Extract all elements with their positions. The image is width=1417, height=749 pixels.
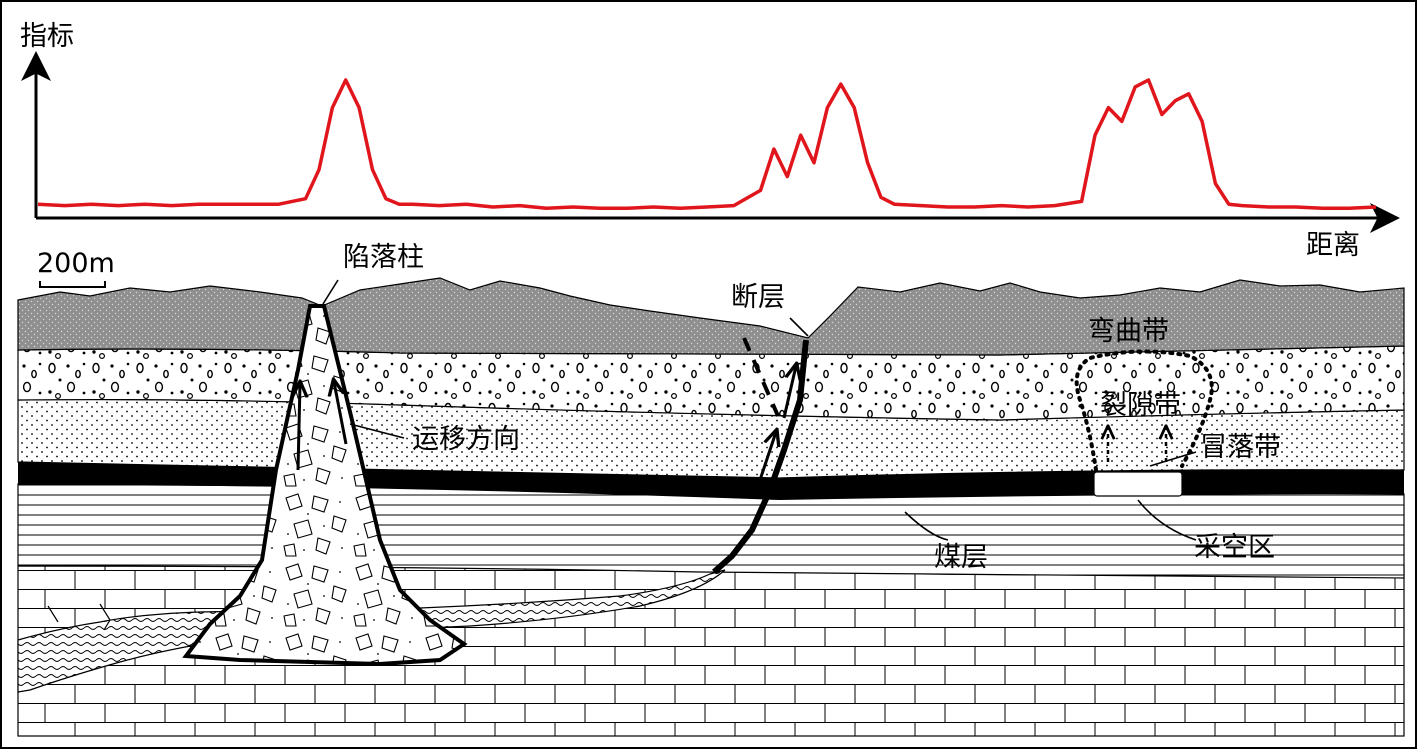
label-bending-zone: 弯曲带 [1088, 316, 1169, 347]
goaf-box [1093, 471, 1183, 497]
karst-channel [17, 569, 726, 693]
label-caving-zone: 冒落带 [1200, 432, 1281, 463]
karst-branch [47, 603, 111, 631]
geological-section [17, 277, 1405, 737]
label-coal-seam: 煤层 [934, 542, 988, 573]
label-migration-direction: 运移方向 [412, 424, 520, 455]
shale-layer [17, 483, 1405, 579]
y-axis-label: 指标 [20, 21, 74, 52]
label-fault: 断层 [731, 282, 785, 313]
fracture-zone-outline [1074, 349, 1214, 472]
index-curve-series [37, 78, 1377, 211]
fault-line [712, 339, 809, 575]
x-axis-label: 距离 [1306, 230, 1360, 261]
label-goaf: 采空区 [1194, 532, 1275, 563]
label-fracture-zone: 裂隙带 [1100, 390, 1181, 421]
scale-bar: 200m [37, 248, 115, 288]
collapse-column [182, 304, 468, 667]
topsoil-layer [17, 277, 1405, 356]
label-collapse-column: 陷落柱 [343, 242, 424, 273]
leader-lines [322, 279, 1197, 541]
index-chart: 指标 距离 [20, 21, 1400, 261]
migration-arrows [298, 366, 1166, 481]
scale-bar-label: 200m [37, 248, 115, 279]
